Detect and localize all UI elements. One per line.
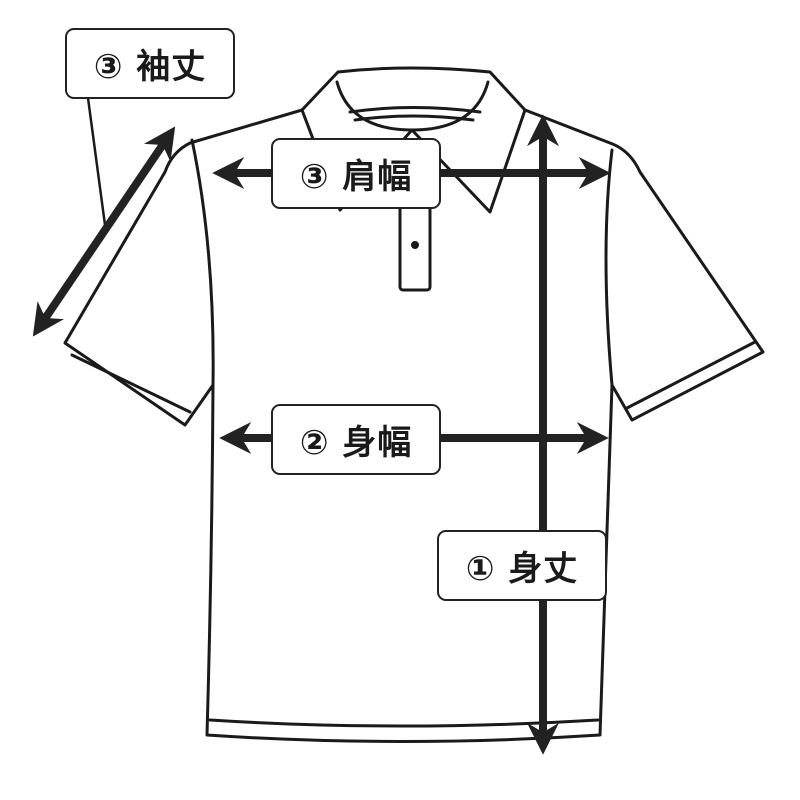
- body-length-label: ① 身丈: [437, 530, 607, 601]
- sleeve-length-arrow: [32, 126, 176, 337]
- shoulder-width-label: ③ 肩幅: [271, 138, 441, 209]
- body-width-label: ② 身幅: [271, 404, 441, 475]
- shirt-outline: [63, 108, 765, 743]
- sleeve-length-label: ③ 袖丈: [65, 28, 235, 99]
- button: [411, 241, 419, 249]
